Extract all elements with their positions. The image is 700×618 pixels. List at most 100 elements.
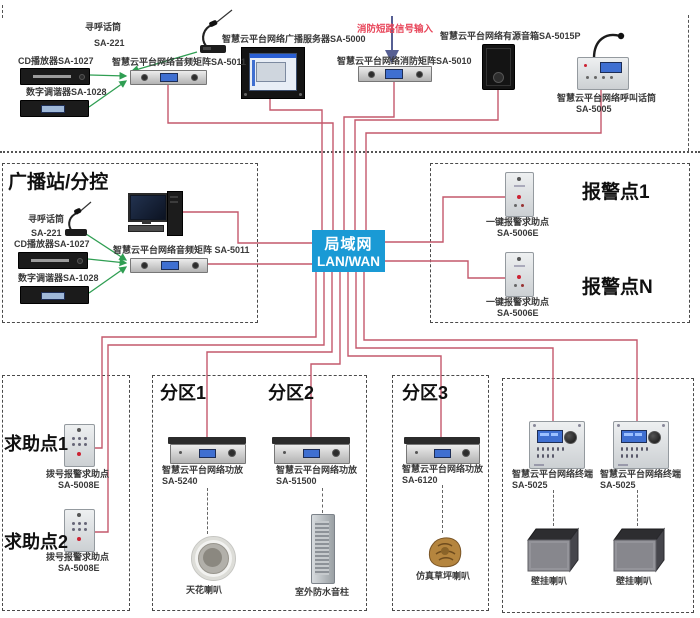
top-section-separator	[0, 151, 700, 153]
keypad-dot	[78, 443, 81, 446]
terminal-key	[631, 447, 633, 451]
zone-2-amp-model: SA-51500	[276, 476, 317, 486]
top-audio-matrix-label: 智慧云平台网络音频矩阵SA-5011	[112, 57, 247, 67]
help-device-name-2: 拨号报警求助点	[46, 552, 110, 562]
sub-paging-mic-model: SA-221	[31, 228, 62, 238]
alarm-device-model-n: SA-5006E	[497, 308, 539, 318]
tower-drive	[170, 196, 178, 198]
rack-screw	[244, 93, 247, 96]
fire-matrix-label: 智慧云平台网络消防矩阵SA-5010	[337, 56, 472, 66]
alarm-points-box	[430, 163, 690, 323]
zone-3-amp-model: SA-6120	[402, 475, 438, 485]
cd-player-device	[20, 68, 90, 85]
terminal-2-name: 智慧云平台网络终端	[600, 469, 682, 479]
zone-1-speaker-label: 天花喇叭	[186, 585, 223, 595]
terminal-key	[631, 454, 633, 458]
computer-screen	[131, 196, 165, 219]
keypad-dot	[84, 522, 87, 525]
amp-display	[434, 449, 451, 458]
screw	[617, 424, 620, 427]
call-mic-button	[594, 76, 597, 79]
amp-lid	[272, 437, 350, 444]
cd-slot	[33, 75, 71, 78]
alarm-point-n-title: 报警点N	[582, 277, 653, 298]
monitor-stand	[142, 220, 151, 224]
network-terminal-2	[613, 421, 669, 469]
amp-knob	[332, 449, 340, 457]
amp-display	[303, 449, 320, 458]
panel-speaker-dot	[517, 257, 521, 261]
terminal-1-name: 智慧云平台网络终端	[512, 469, 594, 479]
terminal-key	[547, 447, 549, 451]
zone-3-title: 分区3	[402, 383, 449, 403]
keypad-dot	[84, 528, 87, 531]
call-mic-button	[586, 76, 589, 79]
amp-led	[415, 451, 418, 454]
amp-body	[274, 444, 350, 464]
zone-3-amplifier	[404, 437, 480, 464]
panel-alarm-button	[517, 195, 521, 199]
zones-1-2-box	[152, 375, 367, 611]
server-window	[256, 62, 286, 82]
ceiling-speaker-cone	[203, 548, 222, 567]
zone-2-amplifier	[272, 437, 350, 464]
panel-speaker-dot	[77, 513, 81, 517]
fire-signal-input-label: 消防短路信号输入	[357, 24, 434, 35]
top-left-border	[2, 5, 3, 18]
keypad-dot	[78, 522, 81, 525]
computer-tower	[167, 191, 183, 236]
substation-title: 广播站/分控	[8, 172, 109, 193]
terminal-key	[552, 447, 554, 451]
help-device-model-2: SA-5008E	[58, 563, 100, 573]
keyboard	[128, 225, 164, 232]
panel-dot	[521, 204, 524, 207]
wall-speaker-2-label: 壁挂喇叭	[616, 576, 653, 586]
display-text	[551, 433, 558, 436]
terminal-key	[626, 447, 628, 451]
active-speaker-device	[482, 44, 515, 90]
active-speaker-label: 智慧云平台网络有源音箱SA-5015P	[440, 31, 581, 41]
help-device-model-1: SA-5008E	[58, 480, 100, 490]
terminal-key	[552, 454, 554, 458]
audio-matrix-knob2	[191, 74, 198, 81]
screw	[533, 424, 536, 427]
panel-dot	[514, 204, 517, 207]
zone-3-amp-name: 智慧云平台网络功放	[402, 464, 484, 474]
panel-alarm-button	[77, 452, 81, 456]
terminal-knob	[564, 431, 577, 444]
amp-body	[406, 444, 480, 464]
red-network-wires	[93, 80, 638, 533]
amp-display	[199, 449, 216, 458]
terminal-key	[636, 454, 638, 458]
zone-3-speaker-link	[442, 485, 443, 533]
amp-lid	[168, 437, 246, 444]
alarm-point-1-title: 报警点1	[582, 182, 650, 203]
terminal-key	[537, 454, 539, 458]
terminal-key	[636, 447, 638, 451]
call-mic-model: SA-5005	[576, 104, 612, 114]
speaker-front	[486, 48, 511, 86]
zone-2-title: 分区2	[268, 383, 315, 403]
sub-matrix-display	[161, 261, 179, 270]
server-screen	[249, 53, 297, 91]
keypad-dot	[72, 437, 75, 440]
zone-3-speaker-label: 仿真草坪喇叭	[416, 571, 471, 581]
panel-speaker-dot	[77, 428, 81, 432]
terminal-key	[641, 447, 643, 451]
broadcast-server-device	[241, 47, 305, 99]
lan-wan-node: 局域网 LAN/WAN	[312, 230, 385, 272]
fire-matrix-knob	[368, 71, 375, 78]
sub-matrix-knob2	[192, 262, 199, 269]
terminal-key	[547, 454, 549, 458]
help-panel-2	[64, 509, 95, 552]
sub-audio-matrix-label: 智慧云平台网络音频矩阵 SA-5011	[113, 245, 250, 255]
call-mic-button	[602, 76, 605, 79]
wall-speaker-1-icon	[527, 527, 579, 573]
terminal-key	[537, 447, 539, 451]
cd-slot	[31, 259, 69, 262]
fire-matrix-knob2	[416, 71, 423, 78]
panel-slot	[514, 185, 525, 187]
zone-1-amp-name: 智慧云平台网络功放	[162, 465, 244, 475]
